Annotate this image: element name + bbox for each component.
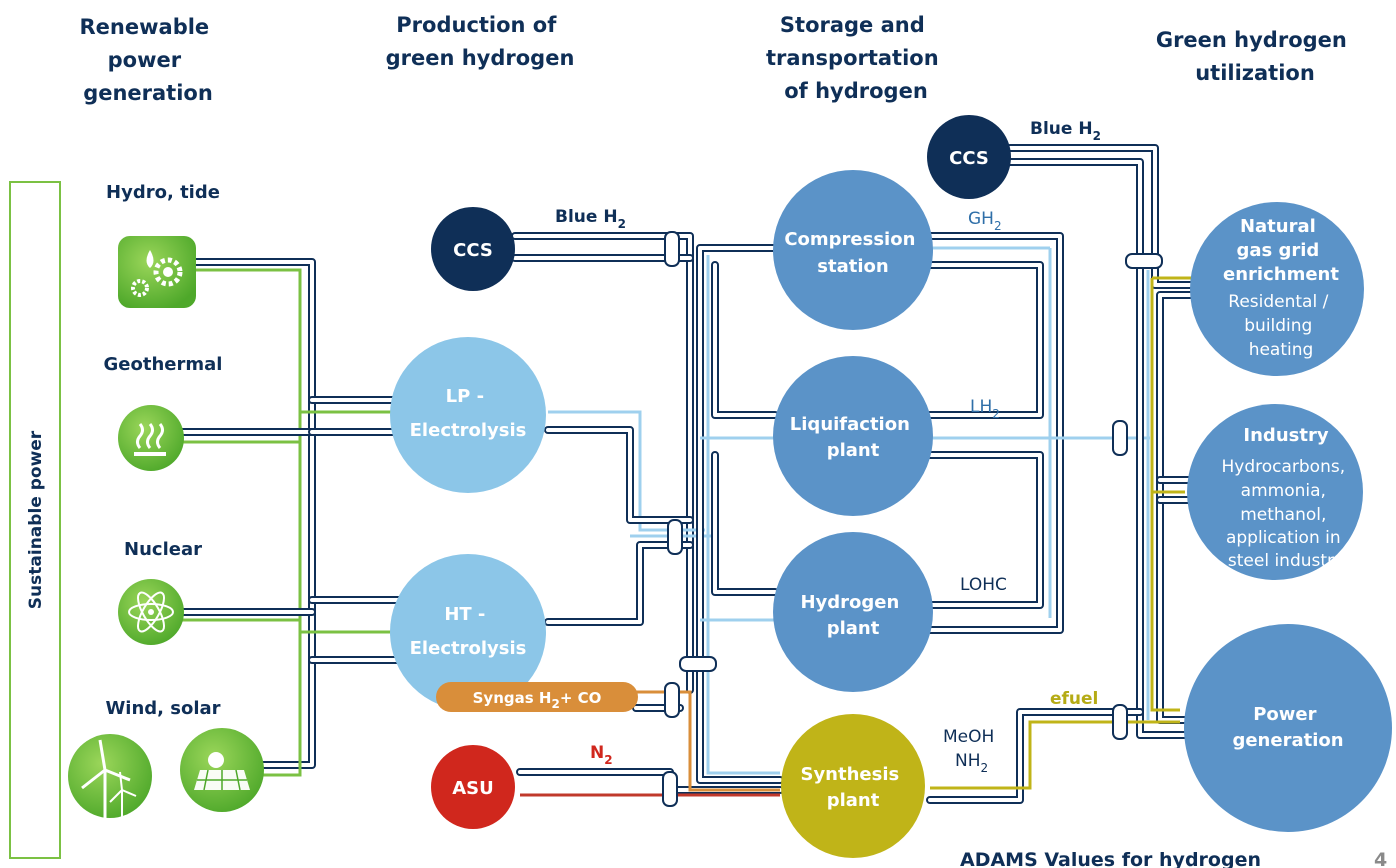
blue-h2-label-utilization: Blue H2 <box>1030 119 1101 143</box>
svg-text:Natural gas grid e: Natural gas grid enrichment <box>1223 216 1339 285</box>
compression-station-node: Compression station <box>773 170 933 330</box>
heat-waves-icon <box>118 405 184 471</box>
svg-text:LP - Electrolysis: LP - Electrolysis <box>410 386 527 441</box>
svg-text:Industry: Industry <box>1243 425 1328 446</box>
lohc-label: LOHC <box>960 575 1007 595</box>
geothermal-source: Geothermal <box>104 354 223 471</box>
efuel-label: efuel <box>1050 689 1098 709</box>
syngas-badge: Syngas H2+ CO <box>436 682 638 712</box>
header-renewable: Renewable power generation <box>80 15 217 105</box>
svg-text:CCS: CCS <box>949 148 989 169</box>
header-utilization: Green hydrogen utilization <box>1156 28 1354 85</box>
source-label-geothermal: Geothermal <box>104 354 223 375</box>
liquifaction-plant-node: Liquifaction plant <box>773 356 933 516</box>
svg-text:Hydrocarbons, ammonia,: Hydrocarbons, ammonia, methanol, applica… <box>1221 457 1350 571</box>
source-label-hydro: Hydro, tide <box>106 182 220 203</box>
hydrogen-plant-node: Hydrogen plant <box>773 532 933 692</box>
header-production: Production of green hydrogen <box>386 13 575 70</box>
wind-turbine-icon <box>68 734 152 830</box>
source-label-wind-solar: Wind, solar <box>105 698 220 719</box>
valves <box>662 231 1163 807</box>
svg-text:Hydrogen plant: Hydrogen plant <box>800 592 905 639</box>
meoh-label: MeOH <box>943 727 994 747</box>
ccs-node-utilization: CCS <box>927 115 1011 199</box>
source-label-nuclear: Nuclear <box>124 539 202 560</box>
svg-text:Compression station: Compression station <box>784 229 921 277</box>
svg-text:Liquifaction plant: Liquifaction plant <box>790 414 916 461</box>
hydro-gears-icon <box>118 236 196 308</box>
sustainable-power-label: Sustainable power <box>26 430 46 609</box>
lp-electrolysis-node: LP - Electrolysis <box>390 337 546 493</box>
svg-text:ASU: ASU <box>452 778 494 799</box>
page-number: 4 <box>1374 849 1387 868</box>
power-generation-node: Power generation <box>1184 624 1392 832</box>
svg-text:Power generation: Power generation <box>1232 704 1343 751</box>
lh2-label: LH2 <box>970 397 1000 421</box>
synthesis-plant-node: Synthesis plant <box>781 714 925 858</box>
utilization-pipes <box>926 144 1199 804</box>
nuclear-source: Nuclear <box>118 539 202 645</box>
wind-solar-source: Wind, solar <box>68 698 264 830</box>
asu-node: ASU <box>431 745 515 829</box>
svg-text:HT - Electrolysis: HT - Electrolysis <box>410 604 527 659</box>
svg-text:Residental / building: Residental / building heating <box>1228 292 1333 360</box>
nh2-label: NH2 <box>955 751 988 775</box>
ccs-node-production: CCS <box>431 207 515 291</box>
svg-text:Syngas H2+ CO: Syngas H2+ CO <box>473 689 602 711</box>
storage-pipes <box>696 232 1150 784</box>
blue-h2-label-production: Blue H2 <box>555 207 626 231</box>
hydro-source: Hydro, tide <box>106 182 220 308</box>
solar-panel-icon <box>180 728 264 812</box>
industry-node: Industry Hydrocarbons, ammonia, methanol… <box>1187 404 1363 580</box>
n2-label: N2 <box>590 743 613 767</box>
natural-gas-grid-node: Natural gas grid enrichment Residental /… <box>1190 202 1364 376</box>
atom-icon <box>118 579 184 645</box>
ht-electrolysis-node: HT - Electrolysis <box>390 554 546 710</box>
gh2-label: GH2 <box>968 209 1002 233</box>
sustainable-power-box <box>9 181 61 859</box>
header-storage: Storage and transportation of hydrogen <box>766 13 946 103</box>
svg-text:Synthesis plant: Synthesis plant <box>800 764 905 811</box>
footer-title: ADAMS Values for hydrogen <box>960 849 1261 868</box>
source-connections <box>174 258 404 777</box>
svg-text:CCS: CCS <box>453 240 493 261</box>
